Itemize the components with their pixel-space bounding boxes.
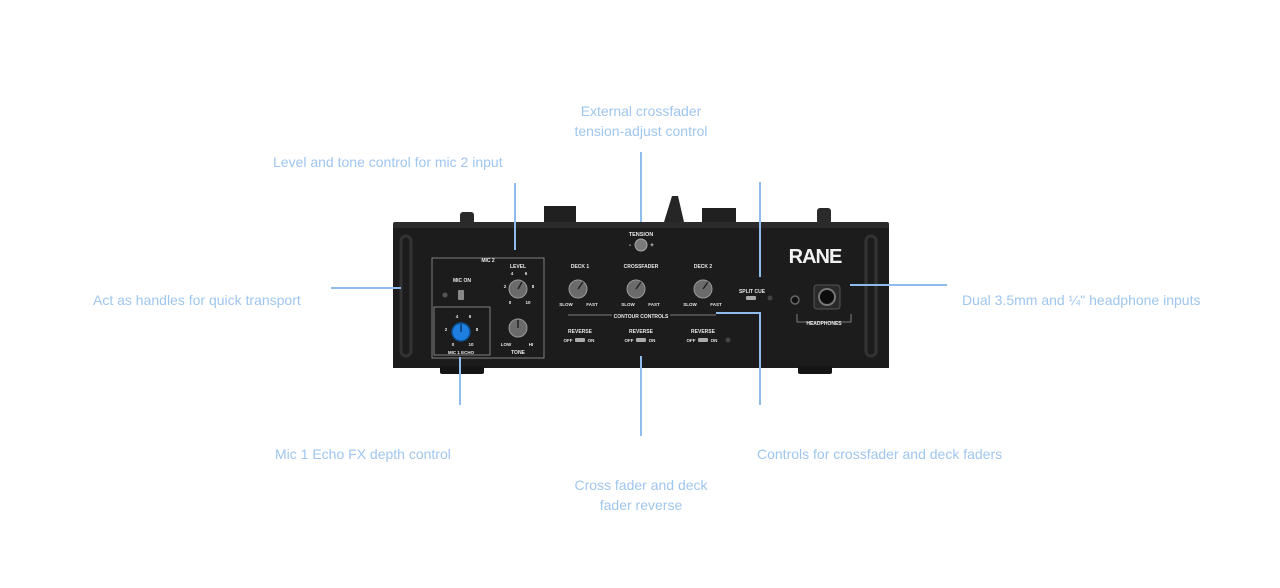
svg-text:FAST: FAST [648, 302, 660, 307]
leader-reverse [640, 356, 642, 436]
svg-text:SLOW: SLOW [621, 302, 635, 307]
tension-knob[interactable] [634, 238, 648, 252]
svg-text:4: 4 [456, 314, 459, 319]
leader-mic2 [514, 183, 516, 250]
svg-text:SLOW: SLOW [683, 302, 697, 307]
deck2-label: DECK 2 [694, 264, 713, 270]
mic1-echo-frame [433, 306, 491, 356]
callout-mic1-echo: Mic 1 Echo FX depth control [275, 446, 451, 462]
svg-text:ON: ON [649, 338, 656, 343]
callout-headphones: Dual 3.5mm and ¼" headphone inputs [962, 292, 1201, 308]
contour-controls-label: CONTOUR CONTROLS [614, 314, 669, 320]
leader-mic1-echo [459, 357, 461, 405]
svg-text:10: 10 [468, 342, 474, 347]
headphone-jack-quarter-inch[interactable] [818, 288, 836, 306]
leader-contour-top [759, 182, 761, 277]
top-knob-right [817, 208, 831, 224]
leader-contour-h [716, 312, 761, 314]
top-knob-left [460, 212, 474, 224]
tone-label: TONE [511, 350, 525, 356]
mic-on-label: MIC ON [453, 278, 471, 284]
reverse-switch-deck2[interactable] [698, 338, 708, 342]
svg-text:6: 6 [525, 271, 528, 276]
svg-text:LOW: LOW [501, 342, 512, 347]
mic2-label: MIC 2 [481, 258, 495, 264]
svg-text:8: 8 [532, 284, 535, 289]
split-cue-switch[interactable] [746, 296, 756, 300]
svg-text:ON: ON [588, 338, 595, 343]
reverse-switch-deck1[interactable] [575, 338, 585, 342]
headphone-jack-3-5mm[interactable] [790, 295, 800, 305]
callout-contour: Controls for crossfader and deck faders [757, 446, 1003, 462]
callout-mic2: Level and tone control for mic 2 input [273, 154, 503, 170]
callout-reverse: Cross fader and deck fader reverse [574, 477, 708, 513]
svg-text:OFF: OFF [625, 338, 634, 343]
mic-on-switch[interactable] [458, 290, 464, 300]
deck1-label: DECK 1 [571, 264, 590, 270]
leader-headphones [850, 284, 947, 286]
svg-text:OFF: OFF [564, 338, 573, 343]
leader-tension [640, 152, 642, 222]
svg-text:0: 0 [509, 300, 512, 305]
svg-text:FAST: FAST [710, 302, 722, 307]
handle-left[interactable] [399, 234, 413, 358]
top-fader-cap-left [544, 206, 576, 224]
callout-handles: Act as handles for quick transport [93, 292, 301, 308]
level-label: LEVEL [510, 264, 526, 270]
crossfader-label: CROSSFADER [624, 264, 659, 270]
reverse-switch-crossfader[interactable] [636, 338, 646, 342]
svg-text:2: 2 [504, 284, 507, 289]
svg-text:FAST: FAST [586, 302, 598, 307]
svg-text:4: 4 [511, 271, 514, 276]
top-fader-cap-right [702, 208, 736, 224]
rane-logo: RANE [789, 246, 842, 268]
mic-section-frame [431, 257, 545, 359]
mic-led [442, 292, 448, 298]
reverse-label-deck2: REVERSE [691, 329, 716, 335]
svg-text:+: + [650, 243, 654, 249]
svg-text:OFF: OFF [687, 338, 696, 343]
svg-text:6: 6 [469, 314, 472, 319]
svg-text:SLOW: SLOW [559, 302, 573, 307]
split-cue-label: SPLIT CUE [739, 289, 766, 295]
svg-text:10: 10 [525, 300, 531, 305]
tension-label: TENSION [629, 232, 653, 238]
svg-text:0: 0 [452, 342, 455, 347]
headphones-label: HEADPHONES [806, 321, 842, 327]
svg-text:HI: HI [529, 342, 534, 347]
svg-text:-: - [629, 243, 631, 249]
foot-right [798, 366, 832, 374]
svg-text:ON: ON [711, 338, 718, 343]
leader-handles [331, 287, 401, 289]
foot-left [440, 366, 484, 374]
leader-contour-bottom [759, 312, 761, 405]
reverse-label-deck1: REVERSE [568, 329, 593, 335]
reverse-label-crossfader: REVERSE [629, 329, 654, 335]
crossfader-handle [664, 196, 684, 222]
callout-tension: External crossfader tension-adjust contr… [574, 103, 708, 139]
svg-text:2: 2 [445, 327, 448, 332]
handle-right[interactable] [864, 234, 878, 358]
mic1-echo-label: MIC 1 ECHO [448, 350, 475, 355]
svg-text:8: 8 [476, 327, 479, 332]
